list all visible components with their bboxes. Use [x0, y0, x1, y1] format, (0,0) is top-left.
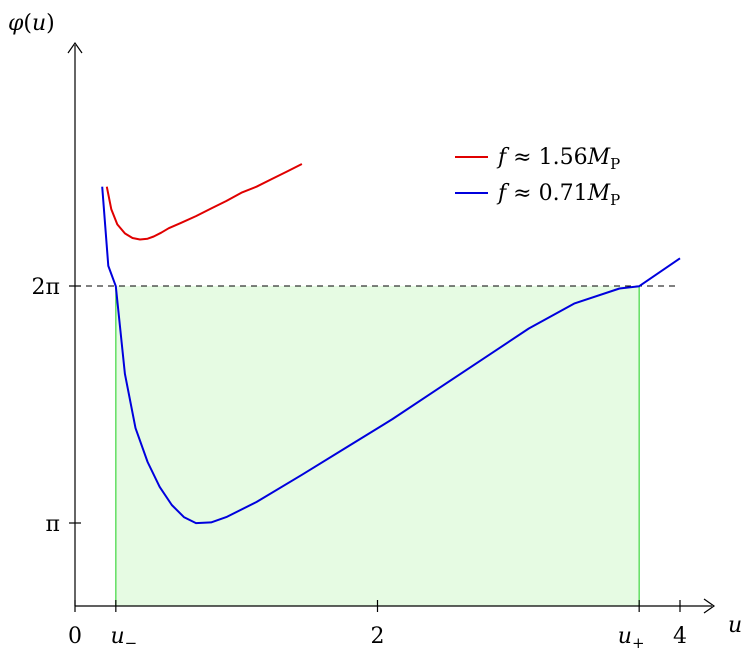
x-tick-label-2: 2	[371, 624, 385, 649]
legend-label-1: f ≈ 0.71MP	[496, 181, 620, 209]
x-tick-label-0: 0	[68, 624, 82, 649]
legend: f ≈ 1.56MP f ≈ 0.71MP	[455, 145, 620, 209]
y-tick-label-0: π	[46, 512, 60, 537]
x-tick-label-1: u−	[110, 624, 137, 652]
shaded-area	[115, 285, 640, 606]
y-axis-arrow	[67, 41, 83, 54]
x-tick-label-4: 4	[673, 624, 687, 649]
x-axis-label: u	[728, 613, 742, 638]
series-line-0	[105, 163, 303, 241]
shaded-region	[115, 285, 640, 606]
legend-label-0: f ≈ 1.56MP	[496, 145, 620, 173]
axes: 0 u− 2 u+ 4 π 2π	[32, 41, 716, 652]
x-axis-arrow	[703, 598, 716, 614]
axis-labels: φ(u) u	[8, 11, 742, 638]
x-tick-label-3: u+	[618, 624, 645, 652]
series-line-1	[101, 186, 681, 525]
series-group	[101, 163, 681, 525]
y-tick-label-1: 2π	[32, 275, 60, 300]
y-axis-label: φ(u)	[8, 11, 55, 36]
